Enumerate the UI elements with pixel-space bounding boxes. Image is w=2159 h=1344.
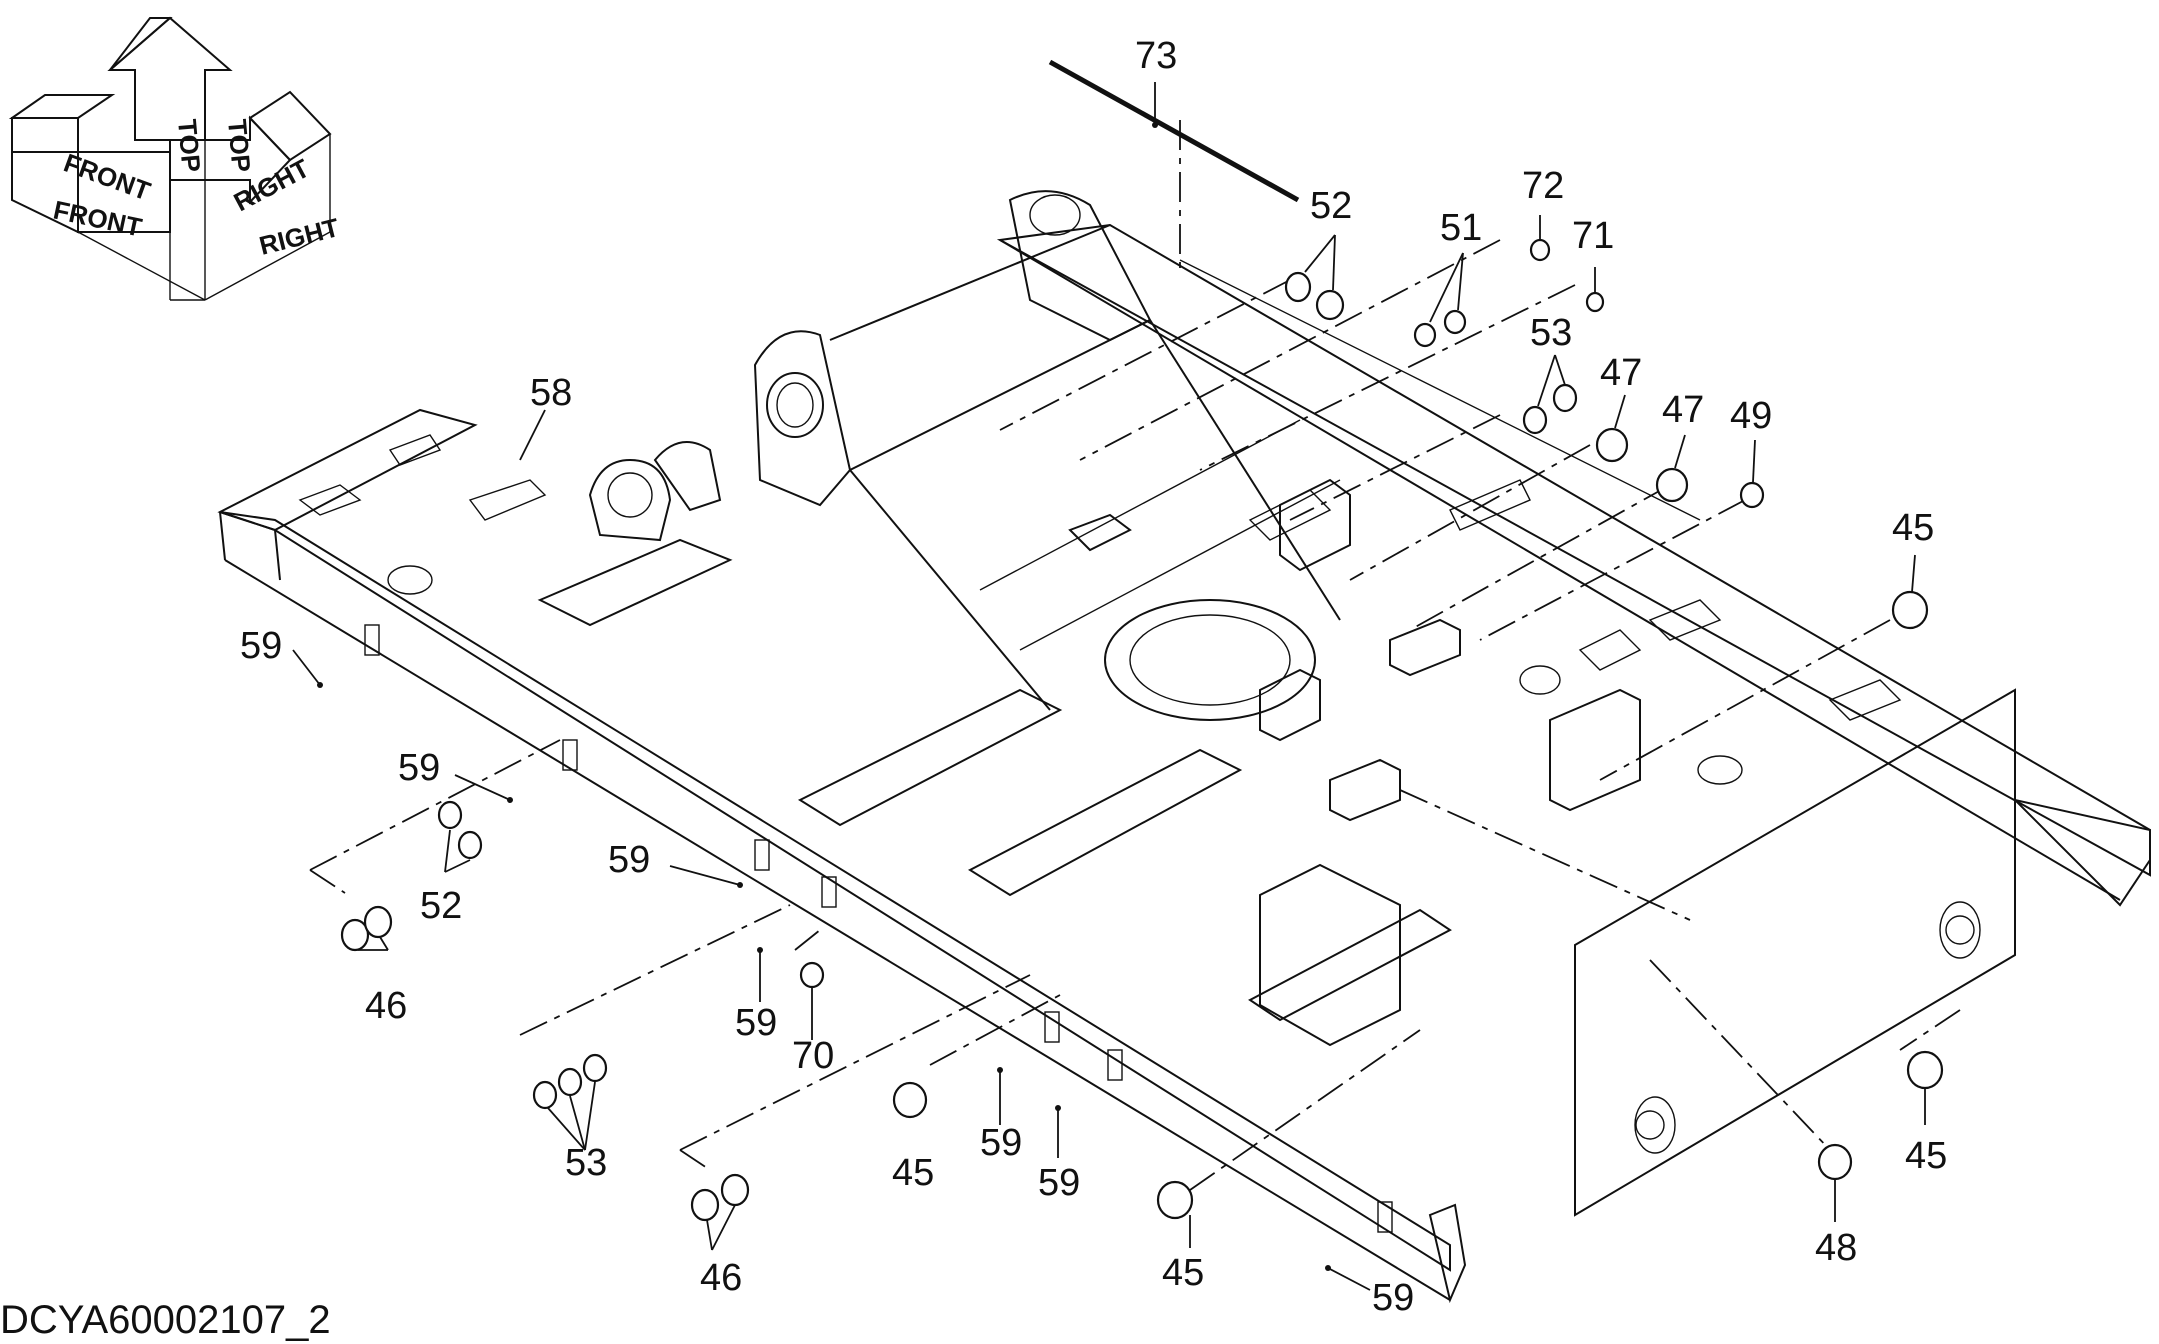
- drawing-code: DCYA60002107_2: [0, 1298, 331, 1342]
- callout-45-c: 45: [1162, 1252, 1204, 1294]
- leader-lines: [292, 82, 1926, 1291]
- callout-47-b: 47: [1662, 389, 1704, 431]
- top-right-label: TOP: [222, 118, 257, 173]
- shims-51: [1413, 309, 1467, 348]
- callout-45-a: 45: [1892, 507, 1934, 549]
- bushing-52-upper: [1284, 271, 1345, 321]
- callout-72: 72: [1522, 165, 1564, 207]
- callout-46-a: 46: [365, 985, 407, 1027]
- washer-72: [1529, 238, 1551, 262]
- callout-59-e: 59: [980, 1122, 1022, 1164]
- bushing-70: [799, 961, 825, 989]
- callout-45-b: 45: [892, 1152, 934, 1194]
- right-label: RIGHT: [256, 212, 342, 261]
- center-lines: [309, 120, 1961, 1191]
- parts-group: [340, 59, 1944, 1222]
- bushing-53-upper: [1522, 383, 1578, 435]
- upper-frame-drawing: [217, 190, 2151, 1304]
- callout-47-a: 47: [1600, 352, 1642, 394]
- seal-45-c: [1156, 1180, 1194, 1220]
- callout-52-lower: 52: [420, 885, 462, 927]
- callout-58: 58: [530, 372, 572, 414]
- callout-labels: 73 52 51 72 71 53 47 47 49 58 45 59 59 5…: [240, 35, 1947, 1319]
- callout-46-b: 46: [700, 1257, 742, 1299]
- orientation-indicator: FRONT FRONT TOP TOP RIGHT RIGHT: [8, 16, 342, 301]
- bushing-53-lower: [532, 1053, 608, 1110]
- bushing-52-lower: [437, 800, 483, 860]
- top-left-label: TOP: [172, 118, 207, 173]
- seal-45-a: [1891, 590, 1929, 630]
- callout-51: 51: [1440, 207, 1482, 249]
- callout-59-g: 59: [1372, 1277, 1414, 1319]
- seal-47-b: [1655, 467, 1689, 503]
- seal-46-a: [340, 905, 393, 952]
- seal-46-b: [690, 1173, 750, 1222]
- callout-48: 48: [1815, 1227, 1857, 1269]
- seal-48: [1817, 1143, 1853, 1181]
- front-label: FRONT: [51, 195, 145, 243]
- callout-70: 70: [792, 1035, 834, 1077]
- callout-59-f: 59: [1038, 1162, 1080, 1204]
- seal-45-d: [1906, 1050, 1944, 1090]
- callout-49: 49: [1730, 395, 1772, 437]
- callout-59-a: 59: [240, 625, 282, 667]
- callout-71: 71: [1572, 215, 1614, 257]
- callout-52-upper: 52: [1310, 185, 1352, 227]
- seal-45-b: [892, 1081, 928, 1119]
- ring-49: [1739, 481, 1765, 509]
- callout-45-d: 45: [1905, 1135, 1947, 1177]
- callout-53-upper: 53: [1530, 312, 1572, 354]
- callout-59-c: 59: [608, 839, 650, 881]
- shim-73: [1048, 59, 1300, 203]
- callout-53-lower: 53: [565, 1142, 607, 1184]
- callout-59-b: 59: [398, 747, 440, 789]
- washer-71: [1585, 291, 1605, 313]
- callout-73: 73: [1135, 35, 1177, 77]
- seal-47-a: [1595, 427, 1629, 463]
- callout-59-d: 59: [735, 1002, 777, 1044]
